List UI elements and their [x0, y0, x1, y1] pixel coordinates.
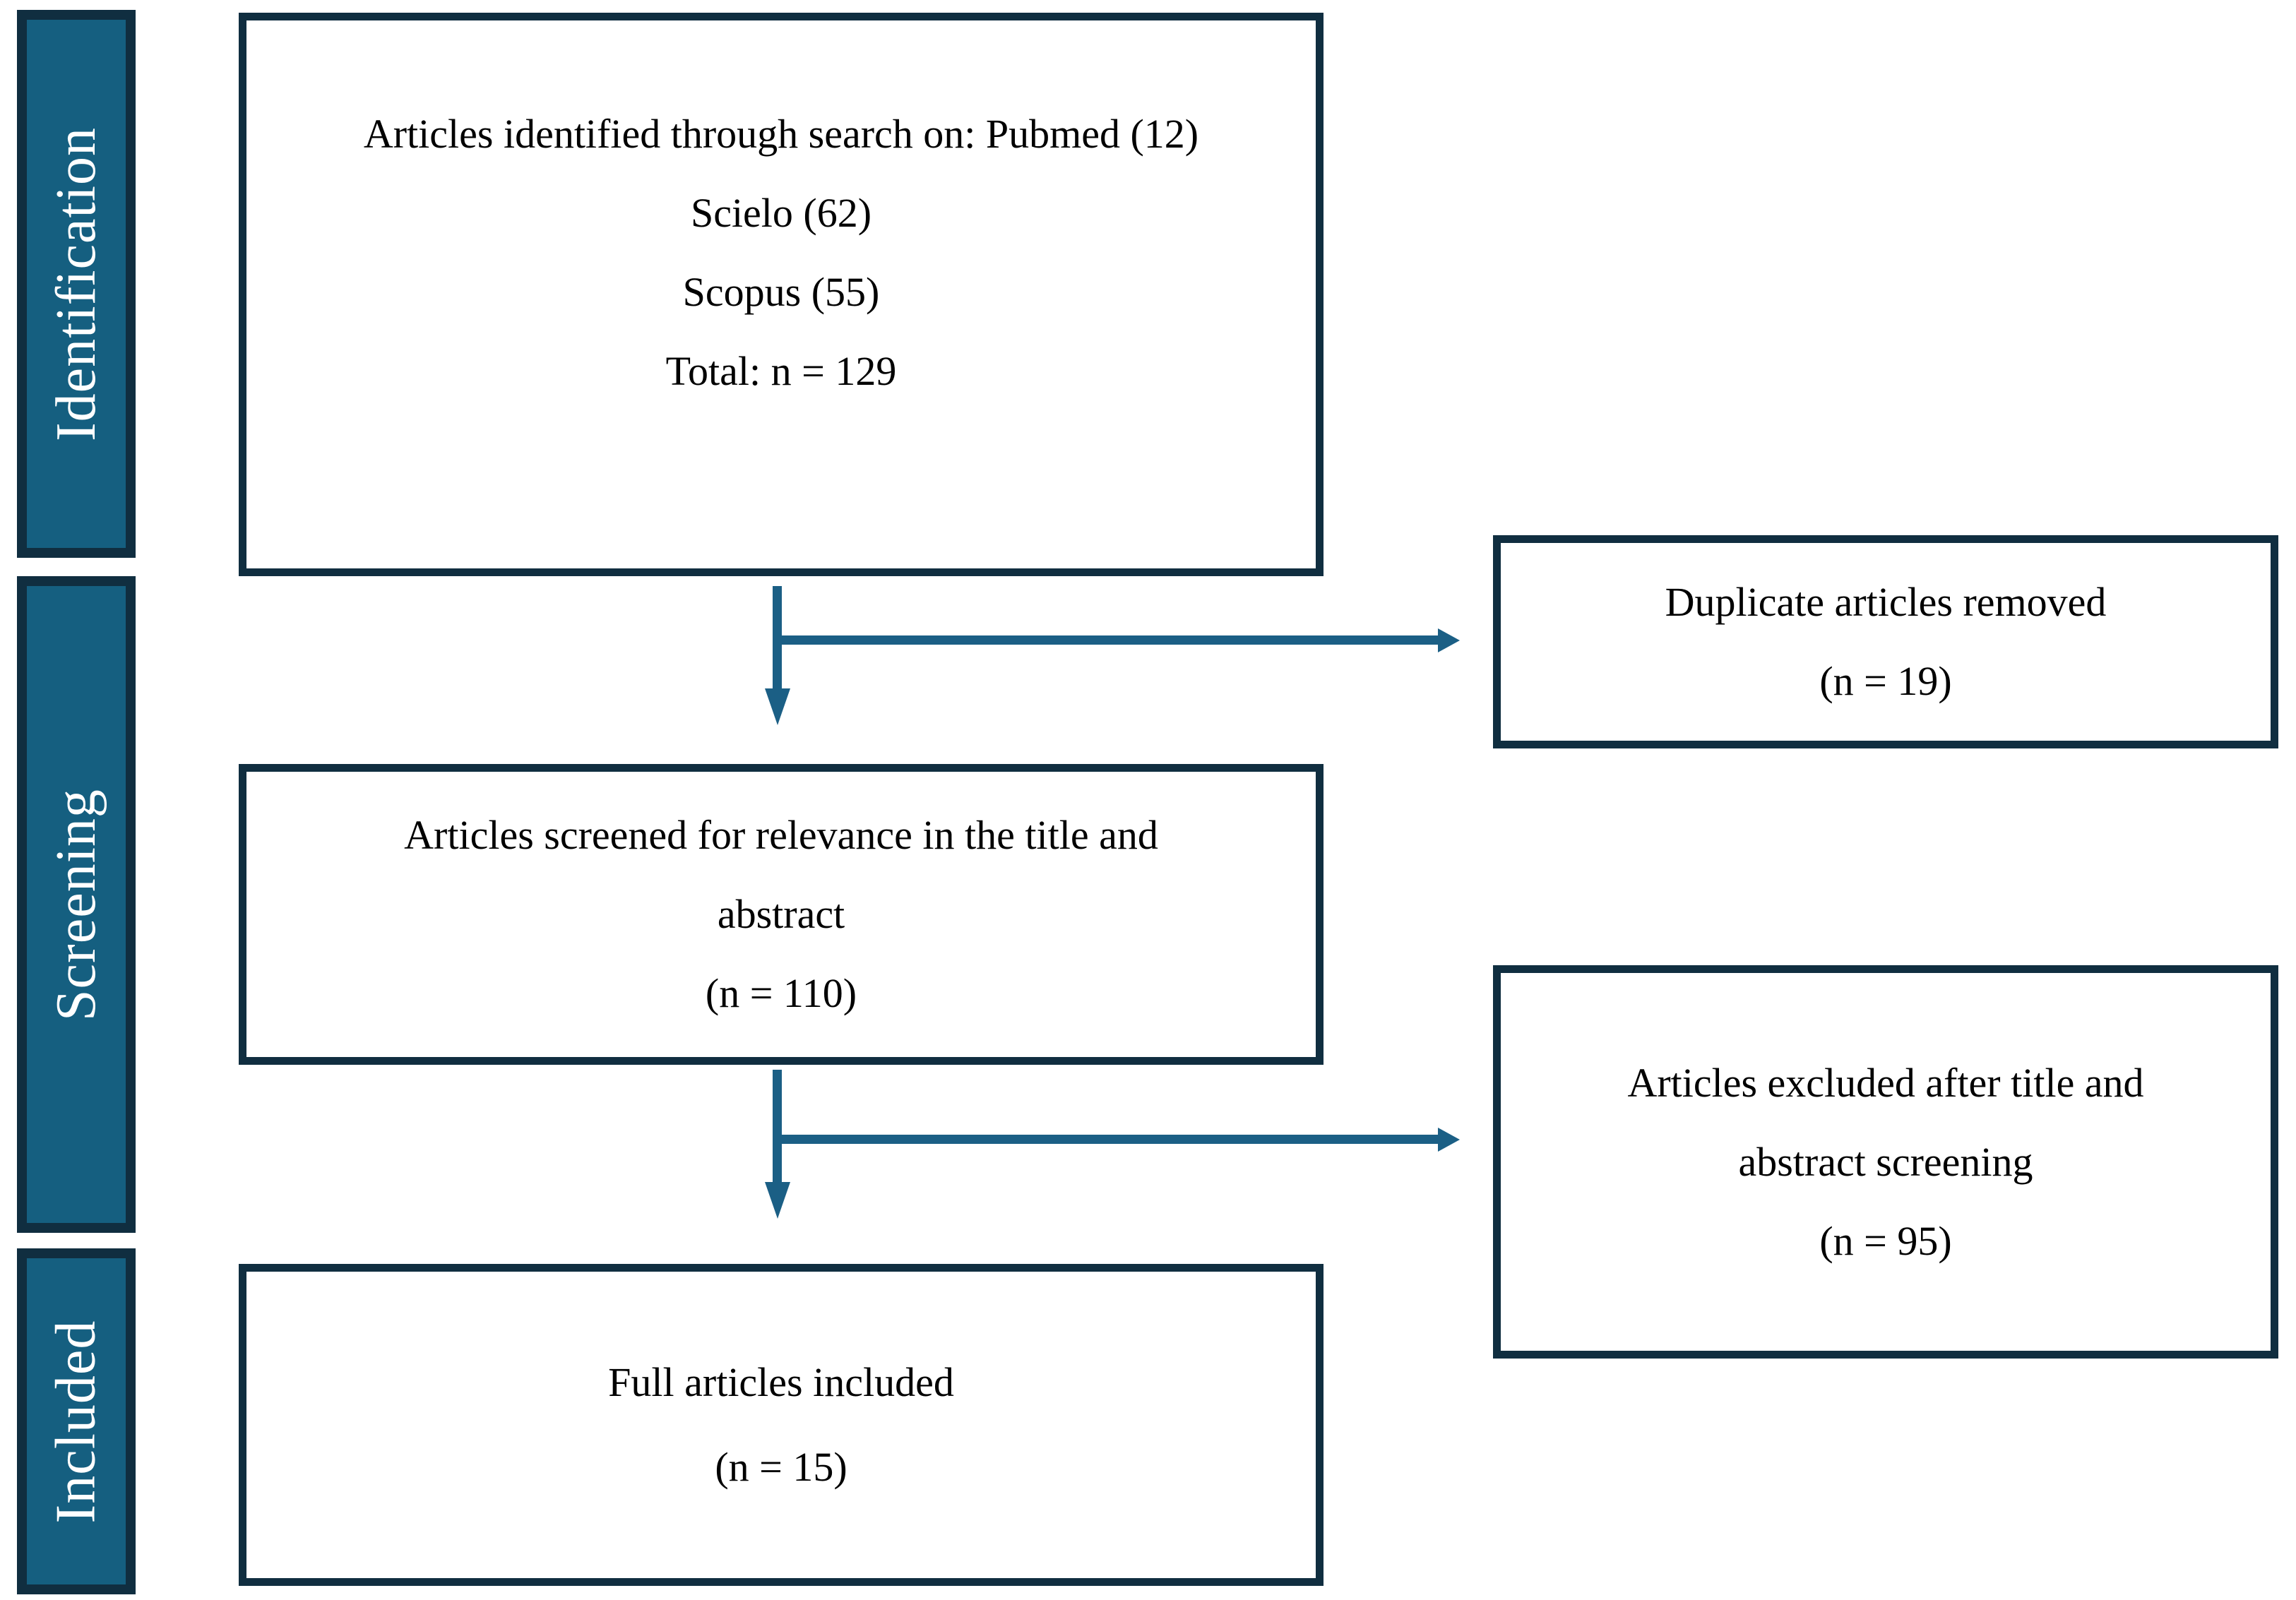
arrow-down-screened-to-included: [773, 1070, 782, 1183]
box-line: (n = 15): [715, 1444, 847, 1490]
box-line: Scielo (62): [690, 190, 872, 236]
box-line: Duplicate articles removed: [1665, 579, 2107, 625]
box-line: Articles screened for relevance in the t…: [404, 812, 1158, 858]
box-line: (n = 95): [1819, 1217, 1952, 1264]
stage-screening: Screening: [17, 576, 136, 1233]
box-line: Articles excluded after title and: [1627, 1059, 2144, 1106]
box-full-articles-included: Full articles included (n = 15): [239, 1264, 1324, 1586]
arrow-right-to-excluded: [773, 1135, 1438, 1144]
box-line: Full articles included: [608, 1359, 954, 1405]
arrow-right-head-icon: [1438, 1128, 1460, 1152]
box-line: (n = 19): [1819, 658, 1952, 704]
box-line: abstract screening: [1738, 1138, 2033, 1185]
arrow-right-head-icon: [1438, 628, 1460, 652]
stage-included: Included: [17, 1248, 136, 1594]
arrow-down-head-icon: [765, 688, 790, 725]
box-line: abstract: [717, 891, 845, 937]
arrow-down-head-icon: [765, 1182, 790, 1219]
box-articles-excluded: Articles excluded after title and abstra…: [1493, 965, 2278, 1359]
box-line: (n = 110): [705, 970, 857, 1016]
box-line: Articles identified through search on: P…: [363, 111, 1199, 157]
box-line: Scopus (55): [682, 269, 880, 315]
box-articles-screened: Articles screened for relevance in the t…: [239, 764, 1324, 1065]
stage-identification-label: Identification: [44, 126, 107, 441]
stage-identification: Identification: [17, 10, 136, 558]
stage-screening-label: Screening: [44, 788, 107, 1021]
box-duplicates-removed: Duplicate articles removed (n = 19): [1493, 535, 2278, 748]
box-articles-identified: Articles identified through search on: P…: [239, 13, 1324, 576]
box-line: Total: n = 129: [665, 348, 897, 394]
arrow-right-to-duplicates: [773, 635, 1438, 645]
stage-included-label: Included: [44, 1320, 107, 1523]
